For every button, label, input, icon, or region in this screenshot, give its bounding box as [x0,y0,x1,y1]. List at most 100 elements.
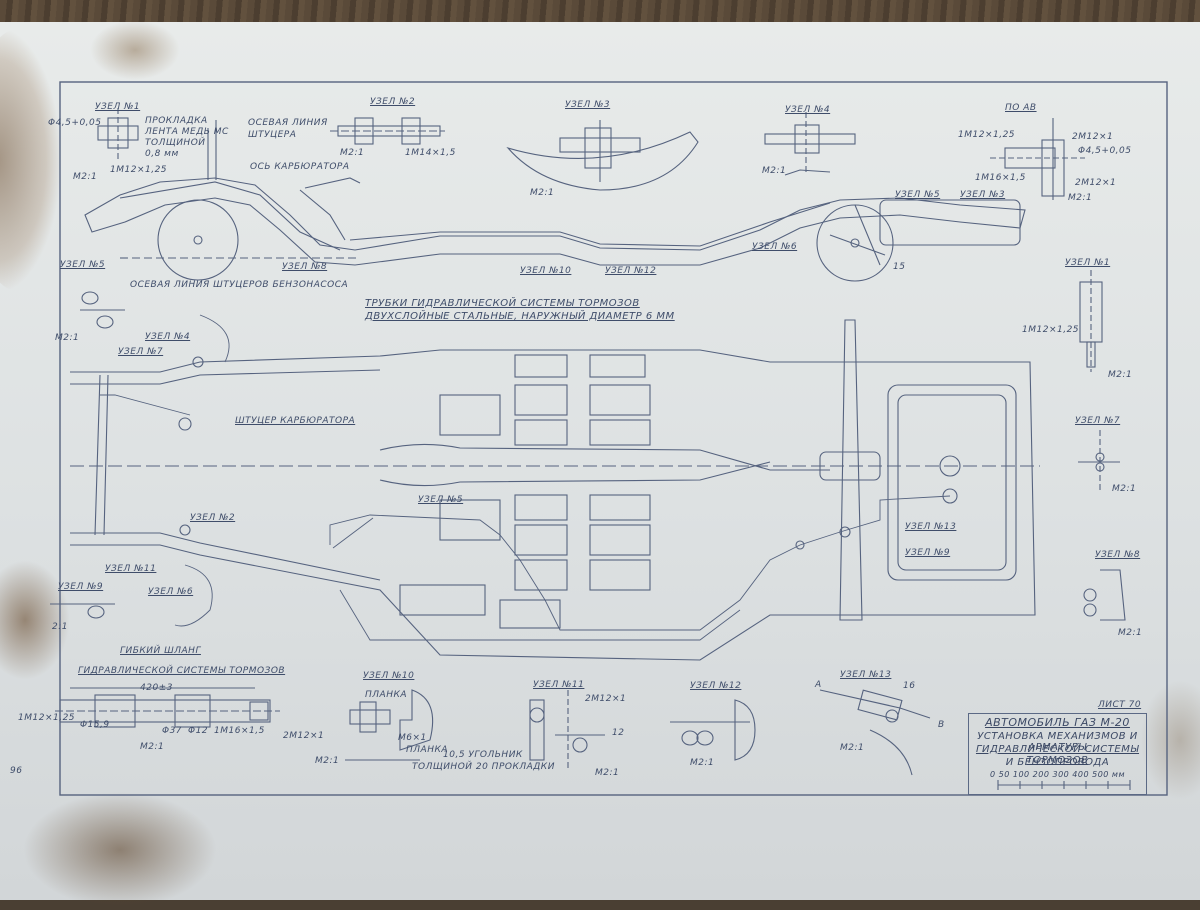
label-uzel6-top: УЗЕЛ №6 [752,242,798,252]
label-m2-1-d: М2:1 [762,166,787,176]
title-block: АВТОМОБИЛЬ ГАЗ М-20 УСТАНОВКА МЕХАНИЗМОВ… [968,713,1147,795]
fuel-tank-side [879,199,1021,246]
label-m16: 1М16×1,5 [975,173,1026,183]
label-m2-1-e: М2:1 [1068,193,1093,203]
label-gibkiy2: ГИДРАВЛИЧЕСКОЙ СИСТЕМЫ ТОРМОЗОВ [78,666,286,676]
label-m16-hose: 1М16×1,5 [214,726,265,736]
label-uzel11-mid: УЗЕЛ №11 [105,564,157,574]
node-4-detail [764,112,856,176]
label-uzel13-mid: УЗЕЛ №13 [905,522,957,532]
side-view-frame [84,120,1026,282]
drawing-border [59,81,1168,796]
label-shtucer-karb: ШТУЦЕР КАРБЮРАТОРА [235,416,356,426]
label-tolshina2: ТОЛЩИНОЙ 20 ПРОКЛАДКИ [412,762,555,772]
label-shtucera: ШТУЦЕРА [248,130,297,140]
label-uzel9-mid: УЗЕЛ №9 [905,548,951,558]
label-m12x1-b: 2М12×1 [1075,178,1117,188]
label-m12-125-a: 1М12×1,25 [110,165,168,175]
label-trubki2: ДВУХСЛОЙНЫЕ СТАЛЬНЫЕ, НАРУЖНЫЙ ДИАМЕТР 6… [365,311,675,322]
label-uzel2-mid: УЗЕЛ №2 [190,513,236,523]
label-uzel3-top: УЗЕЛ №3 [960,190,1006,200]
label-num15: 15 [893,262,906,272]
label-m2-1-left: 2:1 [52,622,68,632]
node-1-detail [97,108,139,160]
label-gibkiy1: ГИБКИЙ ШЛАНГ [120,646,201,656]
node-7-right-detail [1078,430,1120,490]
label-m2-1-node10: М2:1 [315,756,340,766]
label-m2-1-node13: М2:1 [840,743,865,753]
scale-bar [997,780,1131,790]
node-9-left-detail [50,603,115,619]
label-uzel6-mid: УЗЕЛ №6 [148,587,194,597]
plan-view-chassis [70,319,1040,661]
label-uzel5-mid: УЗЕЛ №5 [418,495,464,505]
node-5-left-detail [80,291,125,329]
label-planka2: ПЛАНКА [406,745,449,755]
label-uzel1-right: УЗЕЛ №1 [1065,258,1111,268]
label-m2-1-hose: М2:1 [140,742,165,752]
node-9-right-detail [1083,569,1126,621]
node-1-right-detail [1079,270,1103,372]
label-b: В [938,720,945,730]
label-phi12: Φ12 [188,726,209,736]
label-m2-1-a: М2:1 [73,172,98,182]
label-uzel8: УЗЕЛ №8 [282,262,328,272]
label-m2-1-right3: М2:1 [1118,628,1143,638]
title-line-1: АВТОМОБИЛЬ ГАЗ М-20 [985,716,1130,729]
node-11-detail [529,690,605,770]
label-m2-1-f: М2:1 [55,333,80,343]
label-trubki1: ТРУБКИ ГИДРАВЛИЧЕСКОЙ СИСТЕМЫ ТОРМОЗОВ [365,298,640,309]
label-uzel5-top: УЗЕЛ №5 [895,190,941,200]
label-dim420: 420±3 [140,683,173,693]
label-uzel7-mid: УЗЕЛ №7 [118,347,164,357]
label-m12x1-node11: 2М12×1 [585,694,627,704]
label-m2-1-c: М2:1 [530,188,555,198]
title-line-4: И БЕНЗОПРОВОДА [1005,757,1110,768]
label-uzel8-right: УЗЕЛ №8 [1095,550,1141,560]
label-planka: ПЛАНКА [365,690,408,700]
section-ab-detail [990,118,1085,200]
node-10-detail [345,689,434,761]
label-phi45-b: Φ4,5+0,05 [1078,146,1132,156]
rear-axle-housing [819,451,881,481]
label-m2-1-node12: М2:1 [690,758,715,768]
title-line-2: УСТАНОВКА МЕХАНИЗМОВ И АРМАТУРЫ [977,731,1138,753]
label-m2-1-node11: М2:1 [595,768,620,778]
label-m2-1-right1: М2:1 [1108,370,1133,380]
scale-label: 0 50 100 200 300 400 500 мм [990,770,1125,779]
label-uzel12: УЗЕЛ №12 [605,266,657,276]
flexible-hose-detail [55,687,280,728]
label-uzel3: УЗЕЛ №3 [565,100,611,110]
label-uzel9-left: УЗЕЛ №9 [58,582,104,592]
label-lenta: ЛЕНТА МЕДЬ МС [145,127,229,137]
label-num16: 16 [903,681,916,691]
node-13-detail [819,689,931,776]
label-num12: 12 [612,728,625,738]
label-m12x1-a: 2М12×1 [1072,132,1114,142]
label-m12-125-right: 1М12×1,25 [1022,325,1080,335]
label-uzel7-right: УЗЕЛ №7 [1075,416,1121,426]
label-po-ab: ПО АВ [1005,103,1037,113]
brake-lines-plan [100,314,951,641]
label-uzel10-bottom: УЗЕЛ №10 [363,671,415,681]
page-number: 96 [10,766,23,776]
label-uzel13-bottom: УЗЕЛ №13 [840,670,892,680]
fuel-tank-plan [887,384,1017,581]
node-3-detail [506,120,699,191]
node-12-detail [670,699,756,761]
node-2-detail [330,117,445,145]
front-wheel [157,199,239,281]
label-tolshina-val: 0,8 мм [145,149,179,159]
label-uzel12-bottom: УЗЕЛ №12 [690,681,742,691]
label-phi37: Φ37 [162,726,183,736]
label-phi45: Φ4,5+0,05 [48,118,102,128]
label-uzel11-bottom: УЗЕЛ №11 [533,680,585,690]
label-m12x1-hose: 2М12×1 [283,731,325,741]
label-m2-1-right2: М2:1 [1112,484,1137,494]
label-m12-125-hose: 1М12×1,25 [18,713,76,723]
label-m6: М6×1 [398,733,427,743]
label-uzel10: УЗЕЛ №10 [520,266,572,276]
label-prokladka: ПРОКЛАДКА [145,116,208,126]
label-list: ЛИСТ 70 [1098,700,1142,710]
